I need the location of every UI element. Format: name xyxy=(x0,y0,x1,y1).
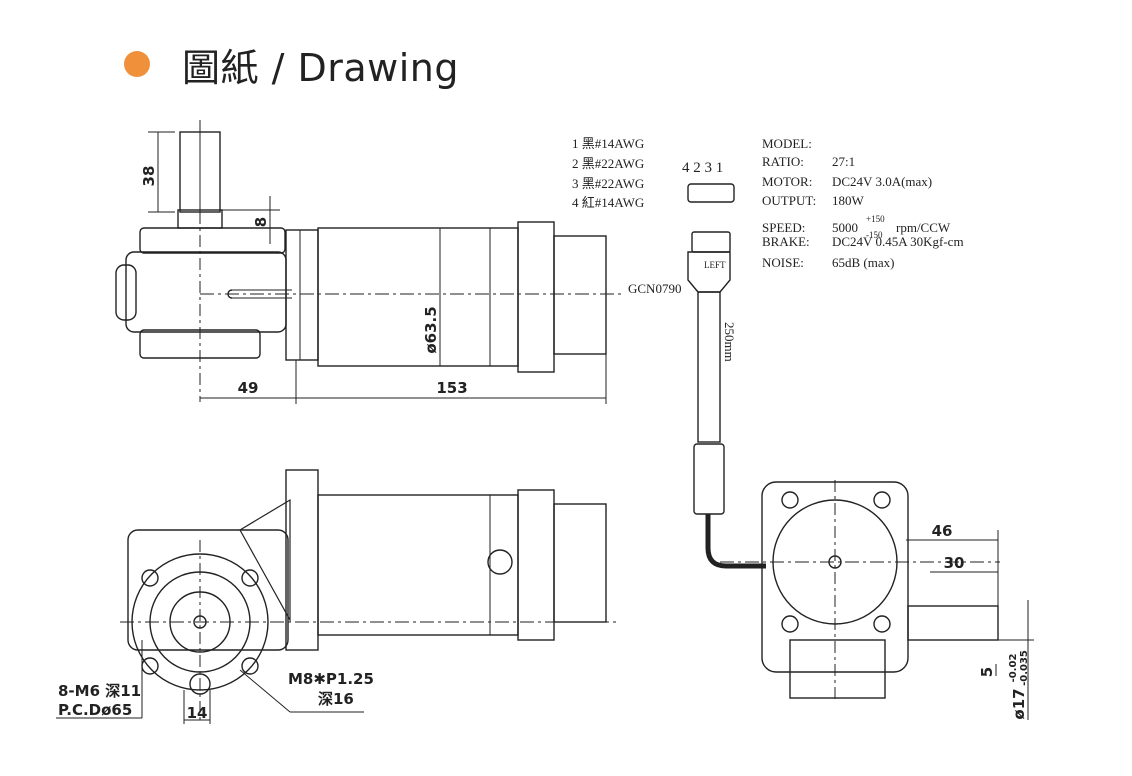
wire-3-label: 3 黑#22AWG xyxy=(572,176,644,191)
dim-shaft-tol-lo: -0.035 xyxy=(1019,650,1030,686)
wire-1-label: 1 黑#14AWG xyxy=(572,136,644,151)
top-view xyxy=(115,120,625,404)
bolt-spec-2: P.C.Dø65 xyxy=(58,701,132,719)
spec-output-value: 180W xyxy=(832,193,865,208)
orange-bullet-icon xyxy=(124,51,150,77)
spec-model-label: MODEL: xyxy=(762,136,812,151)
spec-ratio-label: RATIO: xyxy=(762,154,804,169)
spec-noise-value: 65dB (max) xyxy=(832,255,894,270)
dim-key-width: 5 xyxy=(978,667,996,677)
section-header: 圖紙 / Drawing xyxy=(124,38,459,90)
spec-ratio-value: 27:1 xyxy=(832,154,855,169)
dim-shaft-out: 46 xyxy=(932,522,953,540)
spec-brake-value: DC24V 0.45A 30Kgf-cm xyxy=(832,234,964,249)
pin-order-label: 4 2 3 1 xyxy=(682,160,723,176)
spec-speed-label: SPEED: xyxy=(762,220,805,235)
dim-body-diameter: ø63.5 xyxy=(422,306,440,353)
dim-center-distance: 14 xyxy=(187,704,208,722)
cable-length-label: 250mm xyxy=(722,322,737,362)
spec-brake-label: BRAKE: xyxy=(762,234,810,249)
spec-speed-tol-minus: -150 xyxy=(866,230,883,240)
dim-shaft-length: 38 xyxy=(140,166,158,187)
page-title: 圖紙 / Drawing xyxy=(182,45,459,90)
end-view xyxy=(687,183,1034,720)
dim-motor-length: 153 xyxy=(436,379,467,397)
spec-motor-label: MOTOR: xyxy=(762,174,812,189)
connector-part-number: GCN0790 xyxy=(628,281,681,296)
wire-2-label: 2 黑#22AWG xyxy=(572,156,644,171)
dim-gear-length: 49 xyxy=(238,379,259,397)
spec-speed-base: 5000 xyxy=(832,220,858,235)
spec-speed-unit: rpm/CCW xyxy=(896,220,951,235)
bolt-spec-1: 8-M6 深11 xyxy=(58,682,141,700)
front-view xyxy=(56,469,620,724)
spec-output-label: OUTPUT: xyxy=(762,193,816,208)
dim-shaft-key: 30 xyxy=(944,554,965,572)
spec-speed-tol-plus: +150 xyxy=(866,214,885,224)
connector-tag: LEFT xyxy=(704,260,726,270)
tap-spec-2: 深16 xyxy=(318,690,354,708)
spec-motor-value: DC24V 3.0A(max) xyxy=(832,174,932,189)
dim-shaft-diameter: ø17 xyxy=(1010,688,1028,719)
spec-noise-label: NOISE: xyxy=(762,255,804,270)
tap-spec-1: M8✱P1.25 xyxy=(288,670,374,688)
wire-4-label: 4 紅#14AWG xyxy=(572,195,644,210)
dim-shaft-tol-hi: -0.02 xyxy=(1008,654,1019,683)
dim-flange: 8 xyxy=(252,217,270,227)
